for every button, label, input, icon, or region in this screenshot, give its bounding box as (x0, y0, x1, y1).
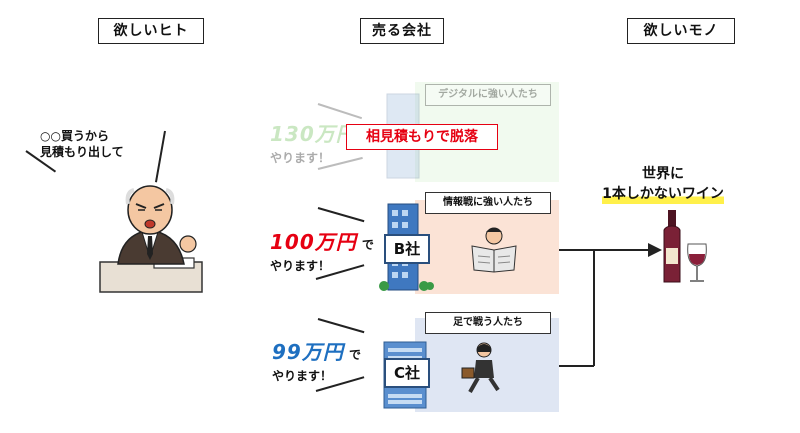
company-c-suffix: で (348, 348, 361, 362)
company-b-label: B社 (384, 234, 430, 264)
buyer-speech: ○○買うから 見積もり出して (40, 128, 124, 160)
seller-header: 売る会社 (360, 18, 444, 44)
company-c-label: C社 (384, 358, 430, 388)
product-title-line1: 世界に (642, 166, 684, 182)
wine-icon (663, 210, 707, 283)
company-a-panel-title: デジタルに強い人たち (425, 84, 551, 106)
company-b-price: 100万円 (270, 230, 357, 254)
buyer-speech-line2: 見積もり出して (40, 145, 124, 159)
running-businesswoman-icon (461, 342, 500, 393)
company-b-panel (415, 200, 559, 294)
company-c-price-block: 99万円 で やります！ (272, 336, 361, 384)
buyer-speech-line1: ○○買うから (40, 129, 109, 143)
company-b-closing: やります！ (270, 259, 331, 273)
company-a-closing: やります！ (270, 151, 331, 165)
company-b-price-block: 100万円 で やります！ (270, 226, 374, 274)
product-title-line2: 1本しかないワイン (602, 184, 724, 204)
company-c-price: 99万円 (272, 340, 344, 364)
rejected-badge: 相見積もりで脱落 (346, 124, 498, 150)
company-c-panel-title: 足で戦う人たち (425, 312, 551, 334)
company-b-suffix: で (361, 238, 374, 252)
buyer-illustration (99, 185, 203, 293)
buyer-header: 欲しいヒト (98, 18, 204, 44)
company-b-panel-title: 情報戦に強い人たち (425, 192, 551, 214)
product-header: 欲しいモノ (627, 18, 735, 44)
newspaper-reader-icon (471, 227, 517, 273)
company-c-closing: やります！ (272, 369, 333, 383)
company-a-price-block: 130万円 やります！ (270, 118, 357, 166)
company-a-price: 130万円 (270, 122, 357, 146)
product-title: 世界に 1本しかないワイン (588, 164, 738, 204)
